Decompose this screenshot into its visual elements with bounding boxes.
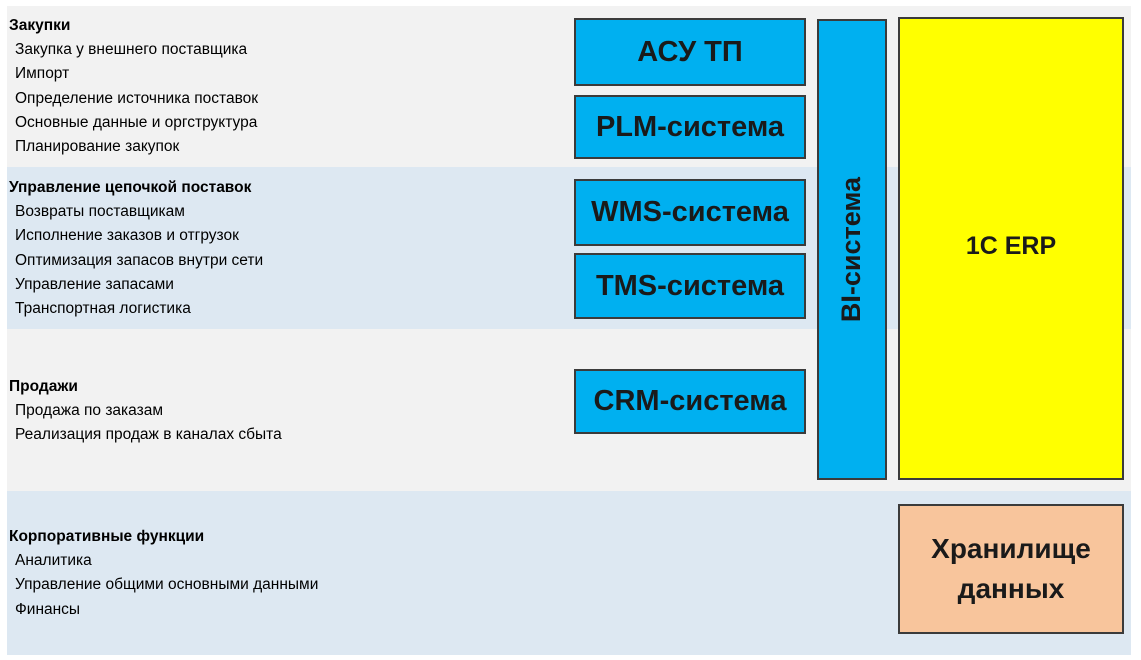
list-item: Реализация продаж в каналах сбыта — [15, 426, 282, 444]
system-data-warehouse: Хранилище данных — [898, 504, 1124, 634]
list-item: Продажа по заказам — [15, 402, 163, 419]
dwh-label-line1: Хранилище — [931, 533, 1091, 564]
group-supply-chain: Управление цепочкой поставок Возвраты по… — [9, 176, 263, 321]
system-crm: CRM-система — [574, 369, 806, 434]
list-item: Определение источника поставок — [15, 89, 259, 107]
list-item: Аналитика — [15, 552, 92, 569]
group-title: Закупки — [9, 17, 71, 34]
group-sales: Продажи Продажа по заказам Реализация пр… — [9, 375, 282, 448]
group-corporate: Корпоративные функции Аналитика Управлен… — [9, 525, 318, 622]
dwh-label-line2: данных — [957, 573, 1065, 604]
group-title: Управление цепочкой поставок — [9, 179, 252, 196]
system-bi-label: BI-система — [836, 176, 867, 323]
list-item: Основные данные и оргструктура — [15, 113, 258, 131]
system-erp: 1С ERP — [898, 17, 1124, 480]
list-item: Планирование закупок — [15, 138, 180, 156]
list-item: Оптимизация запасов внутри сети — [15, 251, 264, 269]
list-item: Импорт — [15, 65, 70, 83]
group-title: Продажи — [9, 378, 78, 395]
system-bi: BI-система — [817, 19, 887, 480]
list-item: Финансы — [15, 600, 81, 618]
list-item: Исполнение заказов и отгрузок — [15, 227, 239, 245]
group-title: Корпоративные функции — [9, 528, 205, 545]
group-procurement: Закупки Закупка у внешнего поставщика Им… — [9, 14, 258, 159]
system-tms: TMS-система — [574, 253, 806, 319]
list-item: Управление общими основными данными — [15, 576, 319, 594]
system-wms: WMS-система — [574, 179, 806, 246]
system-asu-tp: АСУ ТП — [574, 18, 806, 86]
list-item: Закупка у внешнего поставщика — [15, 41, 248, 58]
system-plm: PLM-система — [574, 95, 806, 159]
list-item: Транспортная логистика — [15, 300, 191, 318]
list-item: Возвраты поставщикам — [15, 203, 185, 220]
list-item: Управление запасами — [15, 275, 174, 293]
